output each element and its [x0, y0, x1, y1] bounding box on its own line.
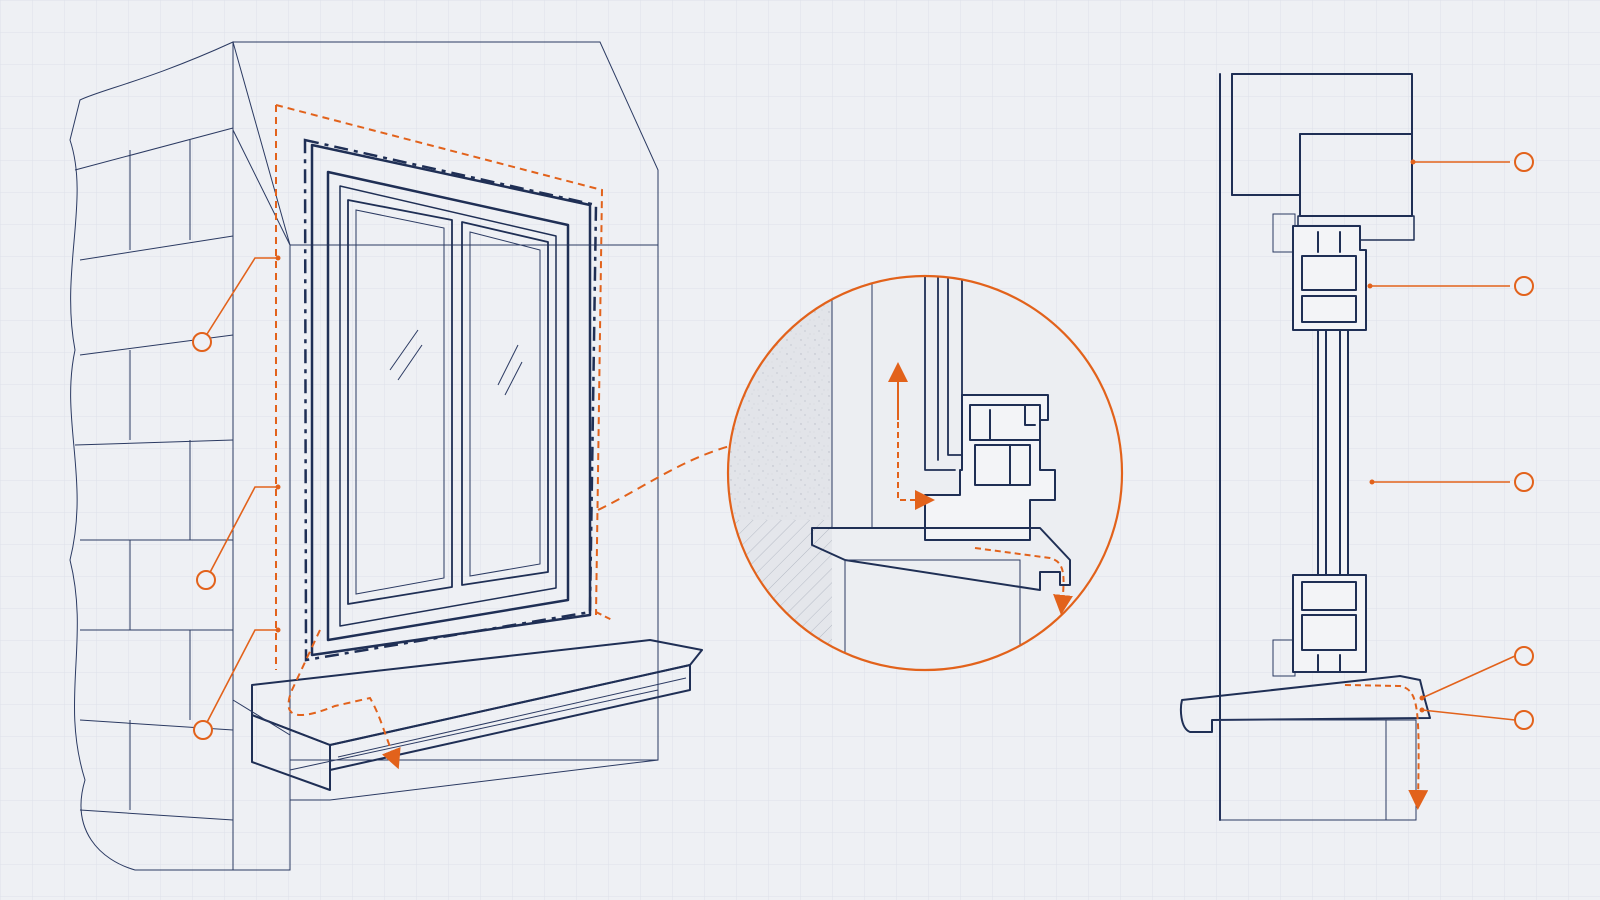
- brick-courses: [74, 127, 234, 821]
- glass-glint: [389, 329, 523, 396]
- insulation-line-top: [275, 104, 604, 616]
- glass-pane-right-inner: [469, 231, 541, 577]
- callout-marker-5[interactable]: [1514, 276, 1534, 296]
- callout-marker-2[interactable]: [196, 570, 216, 590]
- water-drain-path-right: [595, 611, 613, 621]
- glass-pane-left-inner: [355, 209, 445, 595]
- detail-wall-below: [844, 559, 1021, 670]
- callout-marker-7[interactable]: [1514, 646, 1534, 666]
- wall-section-hatch: [232, 699, 291, 871]
- magnifier-leader: [597, 445, 731, 511]
- section-water-path: [1344, 684, 1429, 810]
- section-timber-below: [1385, 719, 1417, 821]
- water-drain-path: [287, 629, 401, 770]
- magnifier-ring: [726, 274, 1124, 672]
- callout-dot: [275, 484, 281, 490]
- section-glazing: [1317, 329, 1349, 576]
- section-profile-top: [1292, 225, 1367, 331]
- callout-marker-1[interactable]: [192, 332, 212, 352]
- window-frame: [326, 170, 570, 642]
- window-frame-outer: [310, 143, 592, 657]
- perspective-view: [69, 41, 731, 871]
- callout-dot: [1419, 707, 1425, 713]
- glass-pane-right: [461, 221, 549, 586]
- perspective-callout-leaders: [201, 257, 278, 731]
- detail-sill: [811, 527, 1071, 591]
- callout-dot: [275, 255, 281, 261]
- window-sill-front: [251, 714, 331, 791]
- detail-window-profile: [924, 394, 1056, 541]
- callout-marker-4[interactable]: [1514, 152, 1534, 172]
- callout-dot: [1410, 159, 1416, 165]
- wall-below-sill: [289, 689, 659, 801]
- callout-dot: [275, 627, 281, 633]
- callout-dot: [1419, 695, 1425, 701]
- callout-dot: [1369, 479, 1375, 485]
- brick-wall: [69, 41, 234, 871]
- sill-drip-line: [337, 677, 687, 758]
- wall-lintel-face: [232, 41, 659, 246]
- section-callout-leaders: [1370, 161, 1516, 721]
- callout-marker-6[interactable]: [1514, 472, 1534, 492]
- glass-pane-left: [347, 199, 453, 605]
- detail-water-path-2: [974, 547, 1073, 615]
- callout-marker-3[interactable]: [193, 720, 213, 740]
- detail-frame-lines: [924, 276, 966, 471]
- section-profile-bottom: [1292, 574, 1367, 673]
- callout-marker-8[interactable]: [1514, 710, 1534, 730]
- window-sash: [339, 185, 557, 627]
- callout-dot: [1367, 283, 1373, 289]
- section-view: [1180, 73, 1534, 821]
